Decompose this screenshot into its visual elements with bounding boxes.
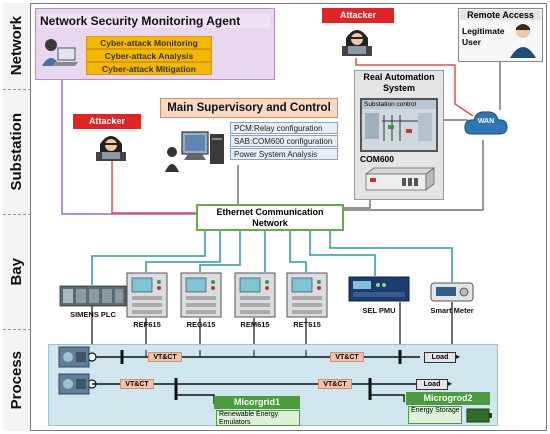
attacker-label-network: Attacker [322,8,394,23]
vtct-upper-right: VT&CT [330,352,364,362]
wan-link [344,140,484,211]
automation-title: Real Automation System [363,72,435,93]
teal-link-ref [145,230,221,272]
load-arrow-upper: ▸ [456,352,461,361]
ethernet-title: Ethernet Communication Network [216,206,324,228]
agent-laptop-icon [40,36,80,72]
battery-icon [466,406,494,424]
wan-cloud-icon [462,106,510,140]
teal-link-ret [289,230,307,272]
wan-label: WAN [477,118,495,125]
ethernet-network-box: Ethernet Communication Network [196,204,344,231]
rem615-label: REM615 [240,320,270,329]
sel-pmu-label: SEL PMU [362,306,396,315]
microgrid2-title: Microgrod2 [406,392,490,405]
sel-pmu-device [348,276,410,302]
agent-item-analysis: Cyber-attack Analysis [86,49,212,62]
smart-meter-device [430,282,474,302]
ref615-device [126,272,168,318]
microgrid2-sub: Energy Storage [408,406,462,424]
attacker-link-network [355,58,474,117]
ret615-label: RET615 [293,320,321,329]
reg615-label: REG615 [186,320,216,329]
com600-label: COM600 [360,154,395,164]
vtct-lower-right: VT&CT [318,379,352,389]
teal-link-plc [91,230,206,285]
reg615-device [180,272,222,318]
load-lower: Load [416,379,448,390]
layer-process: Process [3,330,31,431]
screen-graphic [365,113,432,141]
siemens-plc-label: SIMENS PLC [70,310,116,319]
substation-control-screen: Substation control [360,98,438,152]
ref615-label: REF615 [133,320,161,329]
automation-link [344,196,371,209]
layer-substation: Substation [3,90,31,215]
teal-link-reg [199,230,241,272]
agent-title: Network Security Monitoring Agent [38,14,270,28]
teal-link-meter [329,230,453,282]
load-upper: Load [424,352,456,363]
supervisory-item-pcm: PCM:Relay configuration [230,122,338,134]
generator-lower [58,373,90,395]
remote-access-title: Remote Access [460,10,541,20]
legitimate-user-label: Legitimate User [462,26,505,47]
screen-title: Substation control [362,100,436,109]
rem615-device [234,272,276,318]
supervisory-item-sab: SAB:COM600 configuration [230,135,338,147]
load-arrow-lower: ▸ [448,379,453,388]
attacker-label-substation: Attacker [73,114,141,129]
teal-link-pmu [309,230,376,276]
microgrid1-title: Micorgrid1 [214,396,300,409]
attacker-icon-substation [90,130,132,162]
supervisory-workstation-icon [162,124,232,172]
layer-bay: Bay [3,215,31,330]
layer-network: Network [3,3,31,90]
supervisory-item-analysis: Power System Analysis [230,148,338,160]
legitimate-user-icon [506,22,540,58]
attacker-icon-network [336,24,378,58]
microgrid1-sub: Renewable Energy Emulators [216,410,300,426]
supervisory-title: Main Supervisory and Control [160,98,338,118]
ret615-device [286,272,328,318]
vtct-lower-left: VT&CT [120,379,154,389]
agent-link [61,78,196,215]
attacker-link-substation [111,158,196,214]
agent-item-monitoring: Cyber-attack Monitoring [86,36,212,49]
vtct-upper-left: VT&CT [148,352,182,362]
com600-device [362,166,436,192]
generator-upper [58,346,90,368]
agent-item-mitigation: Cyber-attack Mitigation [86,62,212,75]
smart-meter-label: Smart Meter [430,306,474,315]
siemens-plc-device [58,284,128,308]
